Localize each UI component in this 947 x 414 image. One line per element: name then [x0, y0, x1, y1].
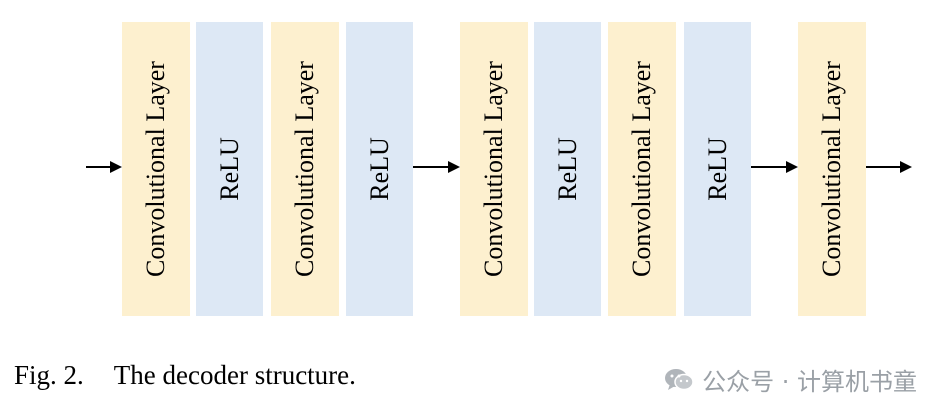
relu-label: ReLU [364, 137, 394, 201]
decoder-diagram: Convolutional Layer ReLU Convolutional L… [86, 22, 912, 316]
relu-label: ReLU [702, 137, 732, 201]
figure-number: Fig. 2. [14, 360, 84, 390]
watermark: 公众号 · 计算机书童 [664, 362, 917, 397]
relu-label: ReLU [552, 137, 582, 201]
watermark-text: 公众号 · 计算机书童 [702, 368, 917, 396]
relu-block-3: ReLU [534, 22, 601, 316]
conv-layer-label: Convolutional Layer [627, 61, 656, 277]
relu-label: ReLU [214, 137, 244, 201]
relu-block-4: ReLU [684, 22, 751, 316]
caption-text: The decoder structure. [113, 360, 356, 390]
conv-layer-block-5: Convolutional Layer [798, 22, 866, 316]
conv-layer-label: Convolutional Layer [479, 61, 508, 277]
wechat-icon [665, 368, 694, 390]
conv-layer-label: Convolutional Layer [290, 61, 319, 277]
relu-block-1: ReLU [196, 22, 263, 316]
conv-layer-label: Convolutional Layer [141, 61, 170, 277]
conv-layer-block-2: Convolutional Layer [271, 22, 339, 316]
relu-block-2: ReLU [346, 22, 413, 316]
conv-layer-block-4: Convolutional Layer [608, 22, 676, 316]
conv-layer-block-3: Convolutional Layer [460, 22, 528, 316]
figure-caption: Fig. 2. The decoder structure. [14, 360, 356, 391]
conv-layer-block-1: Convolutional Layer [122, 22, 190, 316]
conv-layer-label: Convolutional Layer [817, 61, 846, 277]
